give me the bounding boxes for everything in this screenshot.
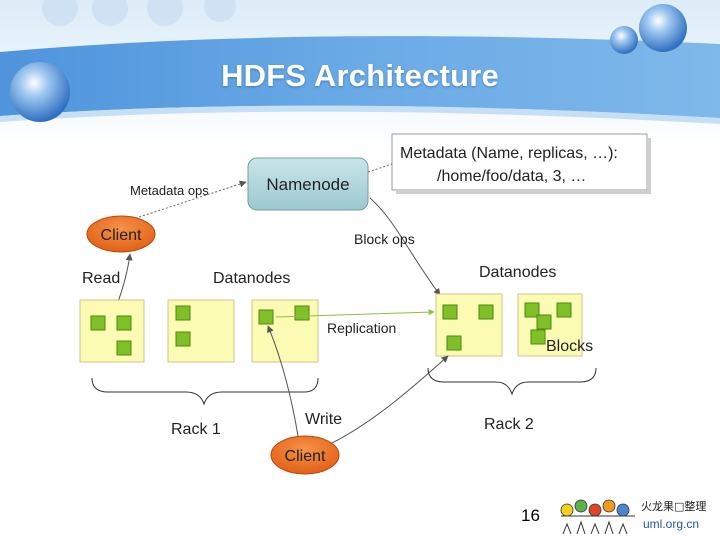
slide-title: HDFS Architecture bbox=[221, 58, 499, 93]
data-block bbox=[294, 305, 310, 321]
replication-arrow bbox=[275, 309, 435, 318]
logo-text-bottom: uml.org.cn bbox=[643, 517, 699, 531]
block-ops-label: Block ops bbox=[354, 231, 415, 247]
namenode-box bbox=[247, 157, 369, 211]
header-watermark bbox=[42, 0, 236, 26]
data-block bbox=[446, 335, 462, 351]
data-block bbox=[175, 331, 191, 347]
rack2-datanodes bbox=[435, 293, 583, 357]
client-bottom bbox=[270, 435, 340, 475]
metadata-box bbox=[391, 133, 648, 191]
logo-text-top: 火龙果□整理 bbox=[641, 499, 706, 513]
data-block bbox=[530, 329, 546, 345]
data-block bbox=[90, 315, 106, 331]
header-background bbox=[0, 0, 720, 150]
metadata-text-line2: /home/foo/data, 3, … bbox=[437, 168, 586, 185]
metadata-ops-label: Metadata ops bbox=[130, 183, 209, 198]
page-number: 16 bbox=[521, 506, 540, 525]
client-bottom-label: Client bbox=[285, 448, 326, 465]
write-label: Write bbox=[305, 411, 342, 428]
rack1-label: Rack 1 bbox=[171, 421, 221, 438]
write-arrow-rack1 bbox=[267, 325, 299, 437]
decorative-bubble-right-large bbox=[639, 4, 687, 52]
data-block bbox=[116, 315, 132, 331]
data-block bbox=[536, 314, 552, 330]
data-block bbox=[442, 304, 458, 320]
data-block bbox=[175, 305, 191, 321]
uml-org-logo: 火龙果□整理 uml.org.cn bbox=[560, 499, 706, 535]
data-block bbox=[116, 340, 132, 356]
client-top-label: Client bbox=[101, 227, 142, 244]
block-ops-arrow bbox=[369, 197, 441, 296]
data-block bbox=[258, 309, 274, 325]
replication-label: Replication bbox=[327, 320, 396, 336]
datanodes-left-label: Datanodes bbox=[213, 270, 290, 287]
rack2-label: Rack 2 bbox=[484, 416, 534, 433]
write-arrow-rack2 bbox=[325, 355, 449, 447]
namenode-label: Namenode bbox=[266, 175, 349, 194]
read-label: Read bbox=[82, 270, 120, 287]
blocks-label: Blocks bbox=[546, 338, 593, 355]
datanode bbox=[79, 299, 145, 363]
data-block bbox=[556, 302, 572, 318]
rack1-brace bbox=[91, 377, 319, 406]
metadata-ops-arrow bbox=[123, 180, 247, 223]
decorative-bubble-left bbox=[10, 62, 70, 122]
rack1-datanodes bbox=[79, 299, 319, 363]
data-block bbox=[478, 304, 494, 320]
logo-figures-icon bbox=[560, 499, 635, 535]
data-block bbox=[524, 302, 540, 318]
rack2-brace bbox=[427, 367, 597, 396]
header-band bbox=[0, 36, 720, 118]
datanode bbox=[435, 293, 503, 357]
read-arrow bbox=[117, 253, 133, 303]
client-top bbox=[86, 215, 156, 253]
decorative-bubble-right-small bbox=[610, 26, 638, 54]
namenode-metadata-link bbox=[367, 163, 393, 173]
metadata-text-line1: Metadata (Name, replicas, …): bbox=[400, 145, 618, 162]
datanodes-right-label: Datanodes bbox=[479, 264, 556, 281]
